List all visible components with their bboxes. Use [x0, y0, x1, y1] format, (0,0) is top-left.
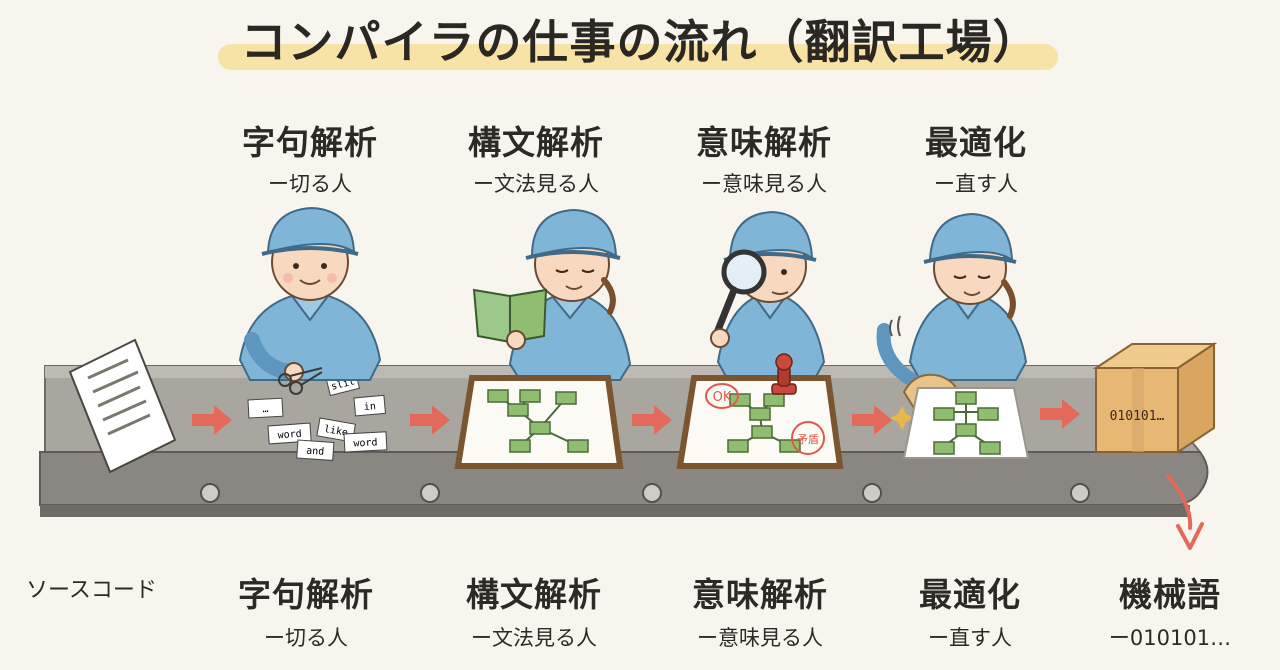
conveyor-belt: [39, 365, 1209, 517]
scissors-icon: [278, 367, 323, 395]
stage-name: 構文解析: [466, 575, 602, 614]
motion-lines: [889, 315, 901, 337]
worker-lexer: [238, 206, 382, 395]
stamp-icon: [771, 353, 797, 395]
stage-role: ー直す人: [928, 626, 1012, 650]
ok-stamp: OK: [713, 390, 732, 405]
box-binary-label: 010101…: [1110, 409, 1165, 424]
token-card: word: [277, 429, 302, 442]
stage-name: 最適化: [919, 575, 1021, 614]
title-highlight: [218, 44, 1058, 70]
token-card: like: [323, 424, 349, 439]
stage-label-parser-bottom: 構文解析 ー文法見る人: [424, 568, 644, 652]
flow-arrows: [192, 399, 1080, 435]
arrow-right-icon: [192, 405, 232, 435]
stage-label-optimizer-bottom: 最適化 ー直す人: [860, 568, 1080, 652]
stage-name: 構文解析: [468, 123, 604, 162]
stage-role: ー文法見る人: [471, 626, 597, 650]
semantic-check-board: OK 矛盾: [676, 353, 844, 469]
stage-role: ー意味見る人: [697, 626, 823, 650]
stage-label-semantic-top: 意味解析 ー意味見る人: [664, 116, 864, 198]
token-card: and: [306, 446, 325, 458]
magnifier-icon: [714, 249, 767, 334]
stage-name: 最適化: [925, 123, 1027, 162]
source-code-paper: [68, 338, 177, 474]
arrow-right-icon: [1040, 399, 1080, 429]
token-cards: … word and like word in slit: [247, 370, 388, 462]
stage-role: ー文法見る人: [473, 172, 599, 196]
stage-role: ー切る人: [264, 626, 348, 650]
worker-parser: [472, 208, 632, 400]
optimized-tree-paper: [902, 387, 1030, 459]
token-card: …: [262, 404, 269, 415]
arrow-right-icon: [632, 405, 672, 435]
cardboard-box-icon: 010101…: [1092, 342, 1218, 454]
stage-label-lexer-bottom: 字句解析 ー切る人: [196, 568, 416, 652]
stage-label-optimizer-top: 最適化 ー直す人: [876, 116, 1076, 198]
stage-name: 字句解析: [238, 575, 374, 614]
stage-role: ー意味見る人: [701, 172, 827, 196]
source-code-label: ソースコード: [26, 578, 157, 603]
stage-name: 機械語: [1119, 575, 1221, 614]
arrow-right-icon: [410, 405, 450, 435]
stage-role: ー直す人: [934, 172, 1018, 196]
stage-role: ー010101…: [1108, 626, 1232, 650]
worker-semantic: [710, 210, 826, 381]
syntax-tree-board: [454, 375, 624, 469]
title-container: コンパイラの仕事の流れ（翻訳工場）: [0, 6, 1280, 72]
error-stamp: 矛盾: [797, 433, 819, 446]
stage-name: 意味解析: [696, 123, 832, 162]
curved-arrow-down-icon: [1166, 474, 1204, 550]
stage-role: ー切る人: [268, 172, 352, 196]
token-card: in: [363, 401, 376, 413]
page-title: コンパイラの仕事の流れ（翻訳工場）: [240, 15, 1040, 69]
stage-label-parser-top: 構文解析 ー文法見る人: [436, 116, 636, 198]
stage-label-lexer-top: 字句解析 ー切る人: [210, 116, 410, 198]
stage-label-semantic-bottom: 意味解析 ー意味見る人: [650, 568, 870, 652]
stage-label-machine-code-bottom: 機械語 ー010101…: [1060, 568, 1280, 652]
worker-optimizer: [876, 212, 1028, 430]
arrow-right-icon: [852, 405, 892, 435]
stage-name: 字句解析: [242, 123, 378, 162]
stage-name: 意味解析: [692, 575, 828, 614]
token-card: word: [353, 437, 378, 449]
